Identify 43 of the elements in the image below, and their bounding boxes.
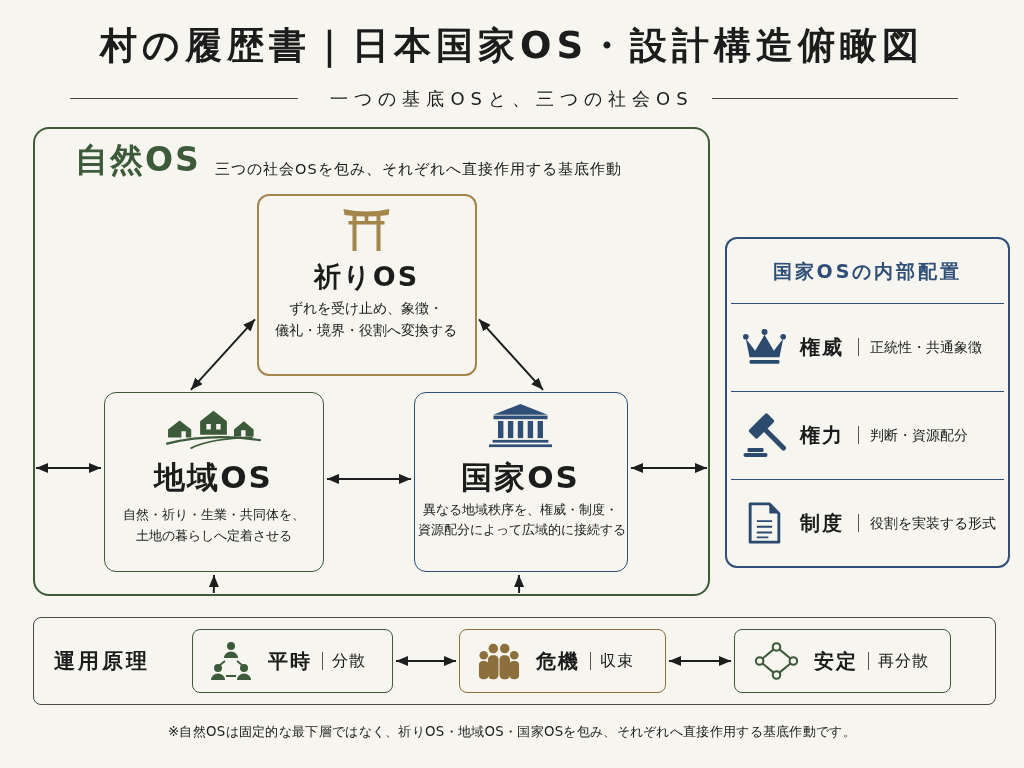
double-arrow [478, 318, 544, 391]
double-arrow [35, 463, 102, 473]
node-description: 異なる地域秩序を、権威・制度・資源配分によって広域的に接続する [417, 500, 624, 539]
row-description: 役割を実装する形式 [870, 514, 996, 533]
arrow [514, 574, 525, 594]
process-box [733, 628, 951, 693]
double-arrow [668, 656, 732, 666]
process-box [458, 628, 666, 693]
double-arrow [326, 473, 412, 484]
row-description: 正統性・共通象徴 [870, 338, 982, 357]
double-arrow [630, 463, 708, 473]
box-heading: 自然OS [75, 140, 201, 180]
node-title: 地域OS [154, 457, 273, 496]
row-description: 判断・資源配分 [870, 426, 968, 445]
frame-box [33, 127, 710, 596]
title: 村の履歴書｜日本国家OS・設計構造俯瞰図 [99, 23, 925, 69]
node-description: 分散 [331, 649, 366, 672]
subtitle: 一つの基底OSと、三つの社会OS [330, 87, 694, 111]
process-box [103, 391, 324, 572]
row-heading: 権威 [800, 334, 844, 360]
process-box [256, 193, 477, 376]
band-box [33, 617, 996, 705]
panel-box [725, 237, 1010, 568]
panel-title: 国家OSの内部配置 [772, 259, 963, 284]
arrow [208, 574, 219, 594]
node-title: 危機 [535, 647, 580, 674]
node-title: 平時 [267, 647, 312, 674]
row-heading: 権力 [800, 422, 844, 448]
node-title: 安定 [813, 647, 858, 674]
double-arrow [189, 318, 256, 391]
node-title: 国家OS [461, 457, 580, 496]
row-heading: 制度 [800, 510, 844, 536]
double-arrow [395, 656, 457, 666]
node-title: 祈りOS [313, 259, 420, 293]
node-description: ずれを受け止め、象徴・儀礼・境界・役割へ変換する [274, 298, 459, 341]
node-description: 再分散 [877, 649, 929, 672]
node-description: 自然・祈り・生業・共同体を、土地の暮らしへ定着させる [121, 505, 306, 545]
footnote: ※自然OSは固定的な最下層ではなく、祈りOS・地域OS・国家OSを包み、それぞれへ直接作用する基底作動です。 [168, 723, 856, 741]
box-heading: 運用原理 [54, 648, 150, 675]
box-subtitle: 三つの社会OSを包み、それぞれへ直接作用する基底作動 [215, 160, 622, 179]
node-description: 収束 [599, 649, 634, 672]
process-box [413, 391, 628, 572]
process-box [191, 628, 393, 693]
